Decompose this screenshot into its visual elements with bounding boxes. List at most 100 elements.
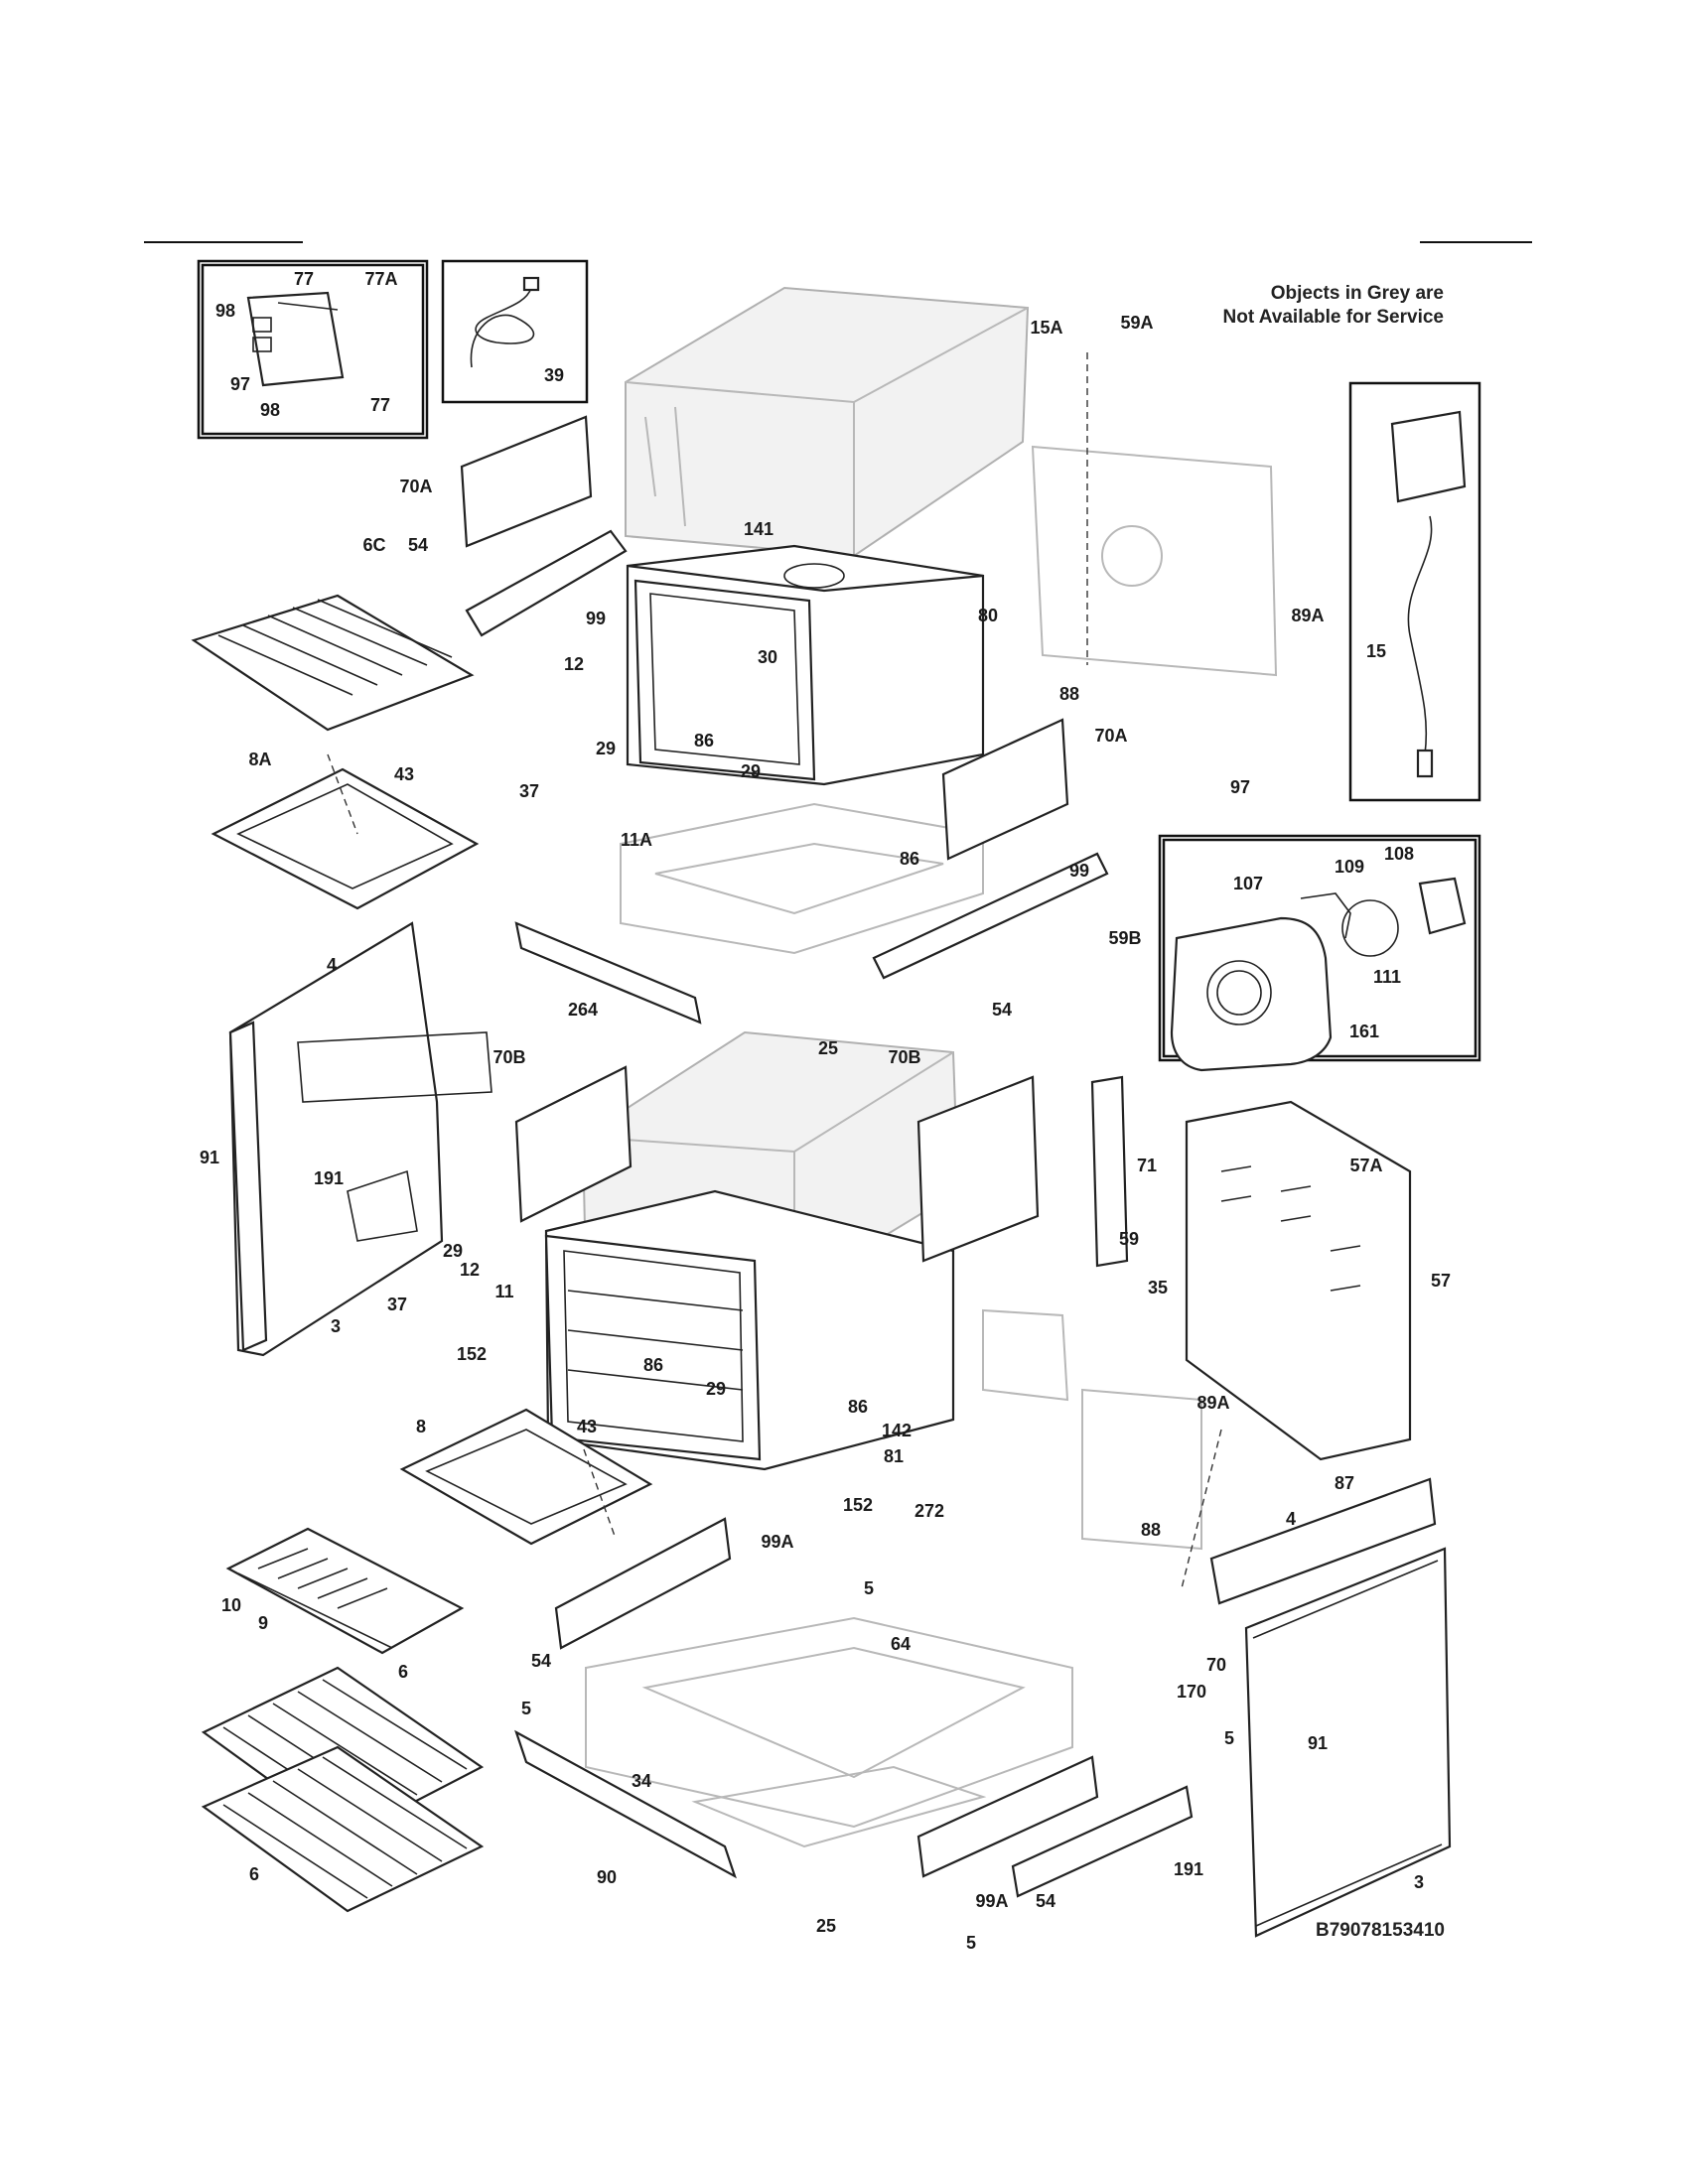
callout-141: 141 [744, 519, 774, 539]
callout-25-top: 25 [818, 1038, 838, 1058]
callout-59: 59 [1119, 1229, 1139, 1249]
callout-10: 10 [221, 1595, 241, 1615]
callout-4-right: 4 [1286, 1509, 1296, 1529]
left-side-panel [228, 921, 492, 1357]
broiler-pan [225, 1527, 465, 1655]
callout-142: 142 [882, 1421, 912, 1440]
callout-54-low: 54 [531, 1651, 551, 1671]
callout-29-c: 29 [443, 1241, 463, 1261]
callout-90: 90 [597, 1867, 617, 1887]
callout-12-mid: 12 [460, 1260, 480, 1280]
callout-5-d: 5 [966, 1933, 976, 1953]
callout-97: 97 [1230, 777, 1250, 797]
callout-99-mid: 99 [1069, 861, 1089, 881]
callout-264: 264 [568, 1000, 598, 1020]
callout-108: 108 [1384, 844, 1414, 864]
callout-152-b: 152 [843, 1495, 873, 1515]
callout-5-a: 5 [864, 1578, 874, 1598]
callout-57a: 57A [1349, 1156, 1382, 1175]
callout-70b-left: 70B [492, 1047, 525, 1067]
callout-70: 70 [1206, 1655, 1226, 1675]
callout-77-top: 77 [294, 269, 314, 289]
lower-oven-cavity [544, 1189, 955, 1471]
callout-77a: 77A [364, 269, 397, 289]
callout-91-left: 91 [200, 1148, 219, 1167]
callout-98-top: 98 [215, 301, 235, 321]
callout-64: 64 [891, 1634, 911, 1654]
callout-8a: 8A [248, 750, 271, 769]
callout-71: 71 [1137, 1156, 1157, 1175]
callout-25-bot: 25 [816, 1916, 836, 1936]
callout-8: 8 [416, 1417, 426, 1436]
callout-99a-bot: 99A [975, 1891, 1008, 1911]
callout-89a-bot: 89A [1196, 1393, 1229, 1413]
callout-191-right: 191 [1174, 1859, 1203, 1879]
callout-12-top: 12 [564, 654, 584, 674]
callout-29-b: 29 [741, 761, 761, 781]
callout-37-mid: 37 [387, 1295, 407, 1314]
callout-87: 87 [1335, 1473, 1354, 1493]
callout-30: 30 [758, 647, 777, 667]
callout-111: 111 [1373, 967, 1401, 987]
callout-6c: 6C [362, 535, 385, 555]
oven-bottoms [211, 767, 653, 1546]
right-side-panel [1209, 1477, 1452, 1938]
callout-35: 35 [1148, 1278, 1168, 1297]
rear-panel-grey [982, 445, 1278, 1551]
rear-cover-panel [1185, 1100, 1412, 1461]
callout-5-c: 5 [1224, 1728, 1234, 1748]
upper-wrapper-grey [625, 286, 1030, 558]
rack-6c [191, 594, 475, 732]
callout-88-bot: 88 [1141, 1520, 1161, 1540]
blower-inset [1348, 381, 1481, 802]
upper-base-grey [620, 802, 984, 955]
callout-29-d: 29 [706, 1379, 726, 1399]
callout-5-b: 5 [521, 1699, 531, 1718]
callout-34: 34 [632, 1771, 651, 1791]
insulation-panels [460, 415, 1069, 1263]
callout-43-mid: 43 [577, 1417, 597, 1436]
callout-3-right: 3 [1414, 1872, 1424, 1892]
callout-39: 39 [544, 365, 564, 385]
callout-15: 15 [1366, 641, 1386, 661]
callout-272: 272 [914, 1501, 944, 1521]
callout-29-a: 29 [596, 739, 616, 758]
callout-98-bot: 98 [260, 400, 280, 420]
rack-6-lower [201, 1745, 485, 1913]
callout-191-left: 191 [314, 1168, 344, 1188]
callout-54-top: 54 [408, 535, 428, 555]
callout-54-mid: 54 [992, 1000, 1012, 1020]
convection-fan-inset [1158, 834, 1481, 1072]
callout-6-top: 6 [398, 1662, 408, 1682]
callout-77-bot: 77 [370, 395, 390, 415]
rails [465, 529, 1194, 1898]
callout-3-left: 3 [331, 1316, 341, 1336]
callout-11a: 11A [621, 830, 652, 850]
callout-86-a: 86 [694, 731, 714, 751]
callout-80: 80 [978, 606, 998, 625]
callout-11: 11 [494, 1282, 513, 1301]
callout-70b-right: 70B [888, 1047, 920, 1067]
note-line-2: Not Available for Service [1222, 307, 1444, 328]
callout-88-top: 88 [1059, 684, 1079, 704]
diagram-code: B79078153410 [1316, 1920, 1445, 1941]
callout-9: 9 [258, 1613, 268, 1633]
power-cord-inset [441, 259, 589, 404]
note-line-1: Objects in Grey are [1270, 283, 1444, 304]
guide-lines [327, 352, 1222, 1589]
callout-57: 57 [1431, 1271, 1451, 1291]
callout-54-bot: 54 [1036, 1891, 1055, 1911]
callout-170: 170 [1177, 1682, 1206, 1702]
service-availability-note: Objects in Grey are Not Available for Se… [1223, 282, 1444, 330]
control-board-inset [197, 259, 429, 440]
callout-81: 81 [884, 1446, 904, 1466]
callout-99-top: 99 [586, 609, 606, 628]
callout-86-d: 86 [848, 1397, 868, 1417]
callout-70a-mid: 70A [1094, 726, 1127, 746]
lower-base-grey [585, 1616, 1073, 1848]
callout-6-bot: 6 [249, 1864, 259, 1884]
callout-109: 109 [1335, 857, 1364, 877]
callout-59a: 59A [1120, 313, 1153, 333]
